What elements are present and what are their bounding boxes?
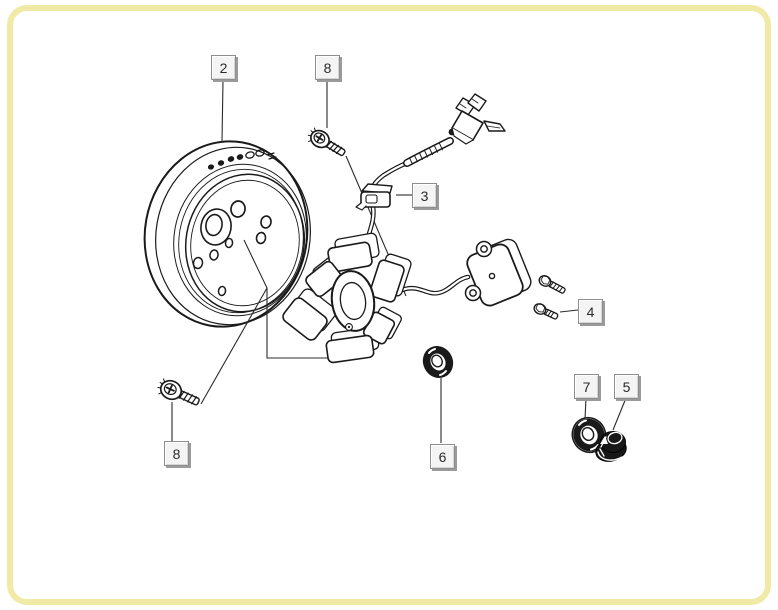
nut-drawing xyxy=(595,429,628,462)
callout-7[interactable]: 7 xyxy=(574,374,599,399)
callout-8-top[interactable]: 8 xyxy=(315,55,340,80)
callout-6[interactable]: 6 xyxy=(430,444,455,469)
connector-drawing xyxy=(448,93,506,145)
stator-drawing xyxy=(282,232,412,364)
pickup-coil-drawing xyxy=(464,238,532,307)
bolt-drawing xyxy=(533,275,566,320)
screw-bottom-drawing xyxy=(157,378,200,406)
callout-4[interactable]: 4 xyxy=(578,299,603,324)
washer-6-drawing xyxy=(422,346,454,378)
callout-3[interactable]: 3 xyxy=(412,183,437,208)
callout-2[interactable]: 2 xyxy=(211,55,236,80)
flywheel-rotor-drawing xyxy=(143,140,311,328)
callout-leader-lines xyxy=(171,79,627,443)
screw-top-drawing xyxy=(307,127,346,157)
callout-5[interactable]: 5 xyxy=(614,374,639,399)
cable-clamp-drawing xyxy=(355,183,393,211)
callout-8-bottom[interactable]: 8 xyxy=(164,441,189,466)
washer-7-drawing xyxy=(571,416,607,454)
